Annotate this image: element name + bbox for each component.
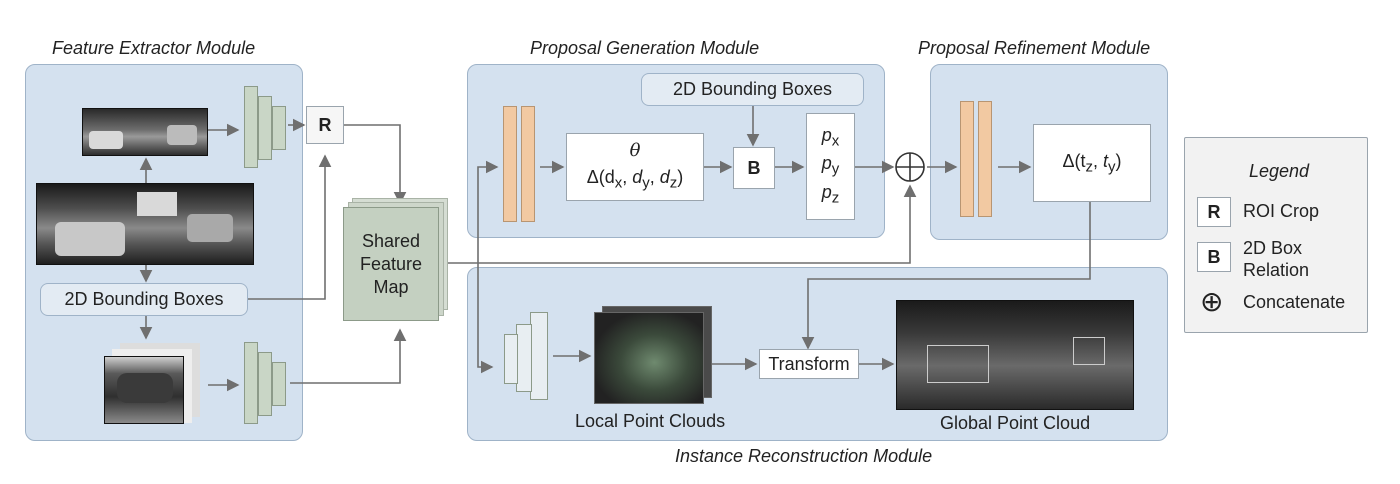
shared-feature-map: Shared Feature Map — [343, 207, 439, 321]
legend-b-key: B — [1197, 242, 1231, 272]
bounding-boxes-input: 2D Bounding Boxes — [40, 283, 248, 316]
delta-d-label: Δ(dx, dy, dz) — [586, 166, 684, 192]
pose-parameters-box: θ Δ(dx, dy, dz) — [566, 133, 704, 201]
py-label: py — [821, 153, 840, 178]
proposal-layer — [521, 106, 535, 222]
concatenate-node — [895, 152, 925, 182]
legend-concat-key: ⊕ — [1200, 285, 1224, 318]
feature-layer — [258, 352, 272, 416]
proposal-layer — [503, 106, 517, 222]
global-point-cloud-image — [896, 300, 1134, 410]
feature-extractor-title: Feature Extractor Module — [52, 38, 256, 58]
bounding-boxes-proposal: 2D Bounding Boxes — [641, 73, 864, 106]
shared-map-line-3: Map — [373, 276, 409, 297]
point-layer — [504, 334, 518, 384]
box-relation-box: B — [733, 147, 775, 189]
pz-label: pz — [821, 181, 840, 207]
legend-box-relation-label: 2D Box Relation — [1243, 238, 1310, 280]
shared-map-line-1: Shared — [361, 230, 421, 251]
proposal-refinement-title: Proposal Refinement Module — [918, 38, 1151, 58]
point-layer — [530, 312, 548, 400]
feature-layer — [244, 86, 258, 168]
global-point-cloud-caption: Global Point Cloud — [940, 413, 1091, 433]
instance-reconstruction-title: Instance Reconstruction Module — [675, 446, 933, 466]
position-output-box: px py pz — [806, 113, 855, 220]
roi-crop-box: R — [306, 106, 344, 144]
local-point-clouds-caption: Local Point Clouds — [575, 411, 726, 431]
local-point-cloud-image — [594, 312, 704, 404]
cropped-car-image-front — [104, 356, 184, 424]
refinement-layer — [978, 101, 992, 217]
shared-map-line-2: Feature — [359, 253, 423, 274]
legend-roi-crop-label: ROI Crop — [1243, 201, 1320, 221]
transform-box: Transform — [759, 349, 859, 379]
legend-concatenate-label: Concatenate — [1243, 292, 1346, 312]
input-scene-image — [36, 183, 254, 265]
cropped-scene-image — [82, 108, 208, 156]
theta-label: θ — [629, 139, 641, 161]
legend-panel — [1184, 137, 1368, 333]
feature-layer — [258, 96, 272, 160]
px-label: px — [821, 124, 840, 150]
proposal-generation-title: Proposal Generation Module — [530, 38, 760, 58]
refinement-delta-box: Δ(tz, ty) — [1033, 124, 1151, 202]
legend-r-key: R — [1197, 197, 1231, 227]
legend-title: Legend — [1249, 161, 1310, 181]
feature-layer — [272, 106, 286, 150]
point-layer — [516, 324, 532, 392]
refinement-delta-label: Δ(tz, ty) — [1062, 150, 1122, 176]
feature-layer — [244, 342, 258, 424]
feature-layer — [272, 362, 286, 406]
refinement-layer — [960, 101, 974, 217]
